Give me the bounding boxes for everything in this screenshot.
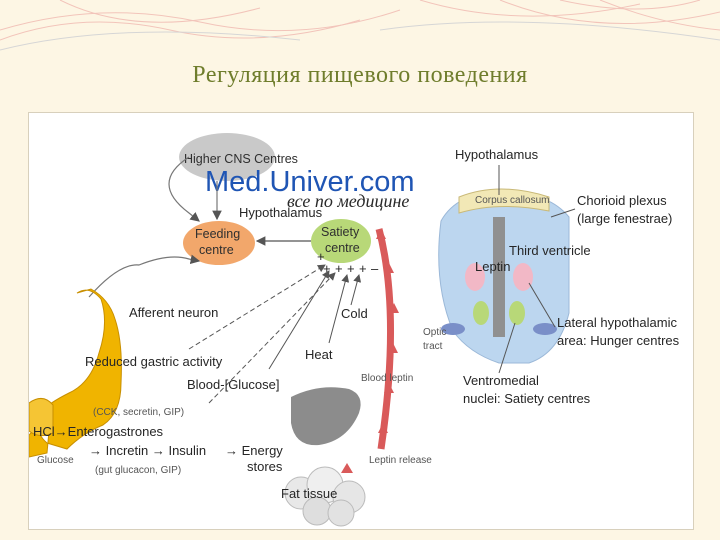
left-nucleus	[465, 263, 485, 291]
afferent-neuron-path	[88, 254, 201, 298]
leptin-release-label: Leptin release	[369, 455, 432, 466]
cold-to-satiety-arrow	[350, 274, 362, 306]
heat-label: Heat	[305, 347, 333, 362]
lateral-pointer	[528, 282, 556, 328]
corpus-callosum-shape	[458, 188, 550, 214]
plus-sign-5: +	[359, 261, 367, 276]
plus-sign-3: +	[335, 261, 343, 276]
satiety-centre-ellipse	[311, 219, 371, 263]
cold-label: Cold	[341, 306, 368, 321]
hypothalamus-big-label: Hypothalamus	[455, 147, 539, 162]
choroid-plexus-line1: Chorioid plexus	[577, 193, 667, 208]
hormones-gut-label: (gut glucacon, GIP)	[95, 465, 181, 476]
plus-sign-2: +	[323, 261, 331, 276]
hormones-cck-label: (CCK, secretin, GIP)	[93, 407, 184, 418]
ventromedial-line1: Ventromedial	[463, 373, 539, 388]
lateral-hypothalamic-line2: area: Hunger centres	[557, 333, 680, 348]
left-optic	[441, 323, 465, 335]
cns-feedback-curve	[168, 156, 200, 222]
gastric-to-satiety-arrow	[188, 264, 326, 350]
leptin-triangles	[376, 229, 399, 433]
energy-stores-line1: → Energy	[225, 443, 283, 458]
watermark-brand: Med.Univer.com	[205, 166, 415, 198]
satiety-centre-line2: centre	[325, 241, 360, 255]
leptin-arc	[375, 228, 395, 450]
third-ventricle-shape	[493, 217, 505, 337]
feeding-centre-line1: Feeding	[195, 227, 240, 241]
right-ventromedial	[509, 301, 525, 325]
header-decoration	[0, 0, 720, 51]
leptin-label: Leptin	[475, 259, 510, 274]
higher-cns-label: Higher CNS Centres	[184, 152, 298, 166]
fat-tissue-label: Fat tissue	[281, 486, 337, 501]
liver-shape	[291, 387, 361, 446]
hormone-to-satiety-arrow	[208, 272, 336, 404]
heat-to-satiety-arrow	[328, 274, 350, 344]
lateral-hypothalamic-line1: Lateral hypothalamic	[557, 315, 677, 330]
glucose-to-satiety-arrow	[268, 270, 330, 370]
ventromedial-pointer	[498, 322, 516, 374]
higher-cns-ellipse	[179, 133, 275, 181]
minus-sign: –	[371, 261, 379, 276]
choroid-pointer	[550, 208, 576, 218]
optic-tract-line1: Optic	[423, 327, 446, 338]
glucose-label: Glucose	[37, 455, 74, 466]
third-ventricle-label: Third ventricle	[509, 243, 591, 258]
reduced-gastric-label: Reduced gastric activity	[85, 354, 223, 369]
right-optic	[533, 323, 557, 335]
feeding-centre-line2: centre	[199, 243, 234, 257]
feeding-centre-ellipse	[183, 221, 255, 265]
afferent-neuron-label: Afferent neuron	[129, 305, 218, 320]
watermark-tagline: все по медицине	[287, 191, 409, 211]
energy-stores-line2: stores	[247, 459, 283, 474]
blood-glucose-label: Blood-[Glucose]	[187, 377, 280, 392]
hcl-label: HCl→Enterogastrones	[33, 424, 164, 439]
satiety-centre-line1: Satiety	[321, 225, 360, 239]
choroid-plexus-line2: (large fenestrae)	[577, 211, 672, 226]
incretin-label: → Incretin → Insulin	[89, 443, 206, 458]
slide-title: Регуляция пищевого поведения	[192, 62, 528, 88]
plus-sign-1: +	[317, 249, 325, 264]
intestine-shape	[29, 398, 54, 437]
diagram-figure: Higher CNS Centres Med.Univer.com все по…	[28, 112, 694, 530]
optic-tract-line2: tract	[423, 341, 443, 352]
left-ventromedial	[473, 301, 489, 325]
hypothalamus-small-label: Hypothalamus	[239, 205, 323, 220]
plus-sign-4: +	[347, 261, 355, 276]
blood-leptin-label: Blood leptin	[361, 373, 413, 384]
corpus-callosum-label: Corpus callosum	[475, 195, 549, 206]
diagram-svg: Higher CNS Centres Med.Univer.com все по…	[29, 133, 680, 527]
right-nucleus	[513, 263, 533, 291]
ventromedial-line2: nuclei: Satiety centres	[463, 391, 591, 406]
fat-tissue-cluster	[284, 463, 366, 527]
